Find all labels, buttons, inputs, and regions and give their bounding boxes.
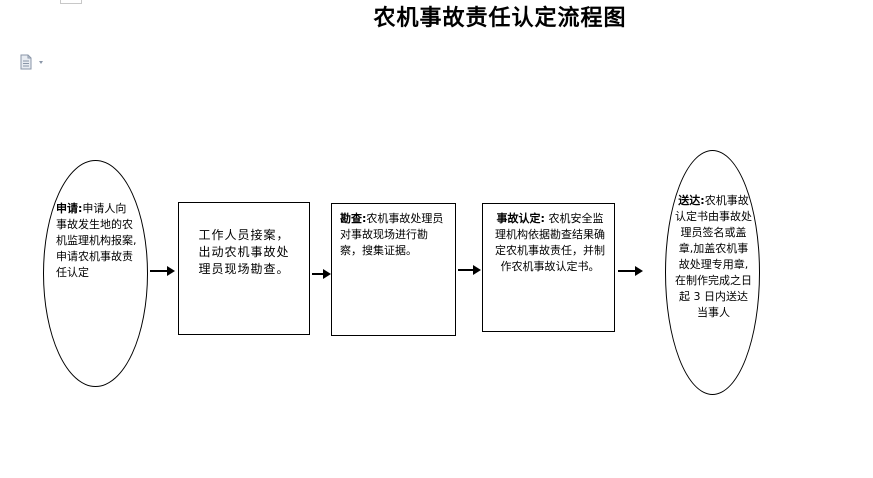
flow-node-survey: 勘查:农机事故处理员对事故现场进行勘察，搜集证据。 <box>331 203 456 336</box>
flow-node-deliver-text: 农机事故认定书由事故处理员签名或盖章,加盖农机事故处理专用章,在制作完成之日起 … <box>675 194 752 319</box>
page-top-marker <box>60 0 82 4</box>
flow-node-determine-text: 农机安全监理机构依据勘查结果确定农机事故责任，并制作农机事故认定书。 <box>495 212 605 273</box>
flow-node-determine-label: 事故认定: <box>496 212 545 225</box>
flow-node-accept-text: 工作人员接案，出动农机事故处理员现场勘查。 <box>198 228 290 276</box>
flow-arrow-4 <box>618 266 644 276</box>
flow-arrow-1 <box>150 266 176 276</box>
flow-node-determine: 事故认定: 农机安全监理机构依据勘查结果确定农机事故责任，并制作农机事故认定书。 <box>482 203 615 332</box>
flow-node-apply-label: 申请: <box>56 202 83 215</box>
flow-node-deliver: 送达:农机事故认定书由事故处理员签名或盖章,加盖农机事故处理专用章,在制作完成之… <box>665 150 760 395</box>
flow-node-deliver-label: 送达: <box>678 194 705 207</box>
flow-node-accept: 工作人员接案，出动农机事故处理员现场勘查。 <box>178 202 310 335</box>
document-icon[interactable] <box>19 54 47 70</box>
flow-arrow-2 <box>312 269 332 279</box>
flow-node-apply-text: 申请人向事故发生地的农机监理机构报案,申请农机事故责任认定 <box>56 202 137 279</box>
flow-node-apply: 申请:申请人向事故发生地的农机监理机构报案,申请农机事故责任认定 <box>43 160 148 387</box>
flow-node-survey-text: 农机事故处理员对事故现场进行勘察，搜集证据。 <box>340 212 444 257</box>
page-title: 农机事故责任认定流程图 <box>373 6 627 31</box>
flow-node-survey-label: 勘查: <box>340 212 367 225</box>
flow-arrow-3 <box>458 265 482 275</box>
